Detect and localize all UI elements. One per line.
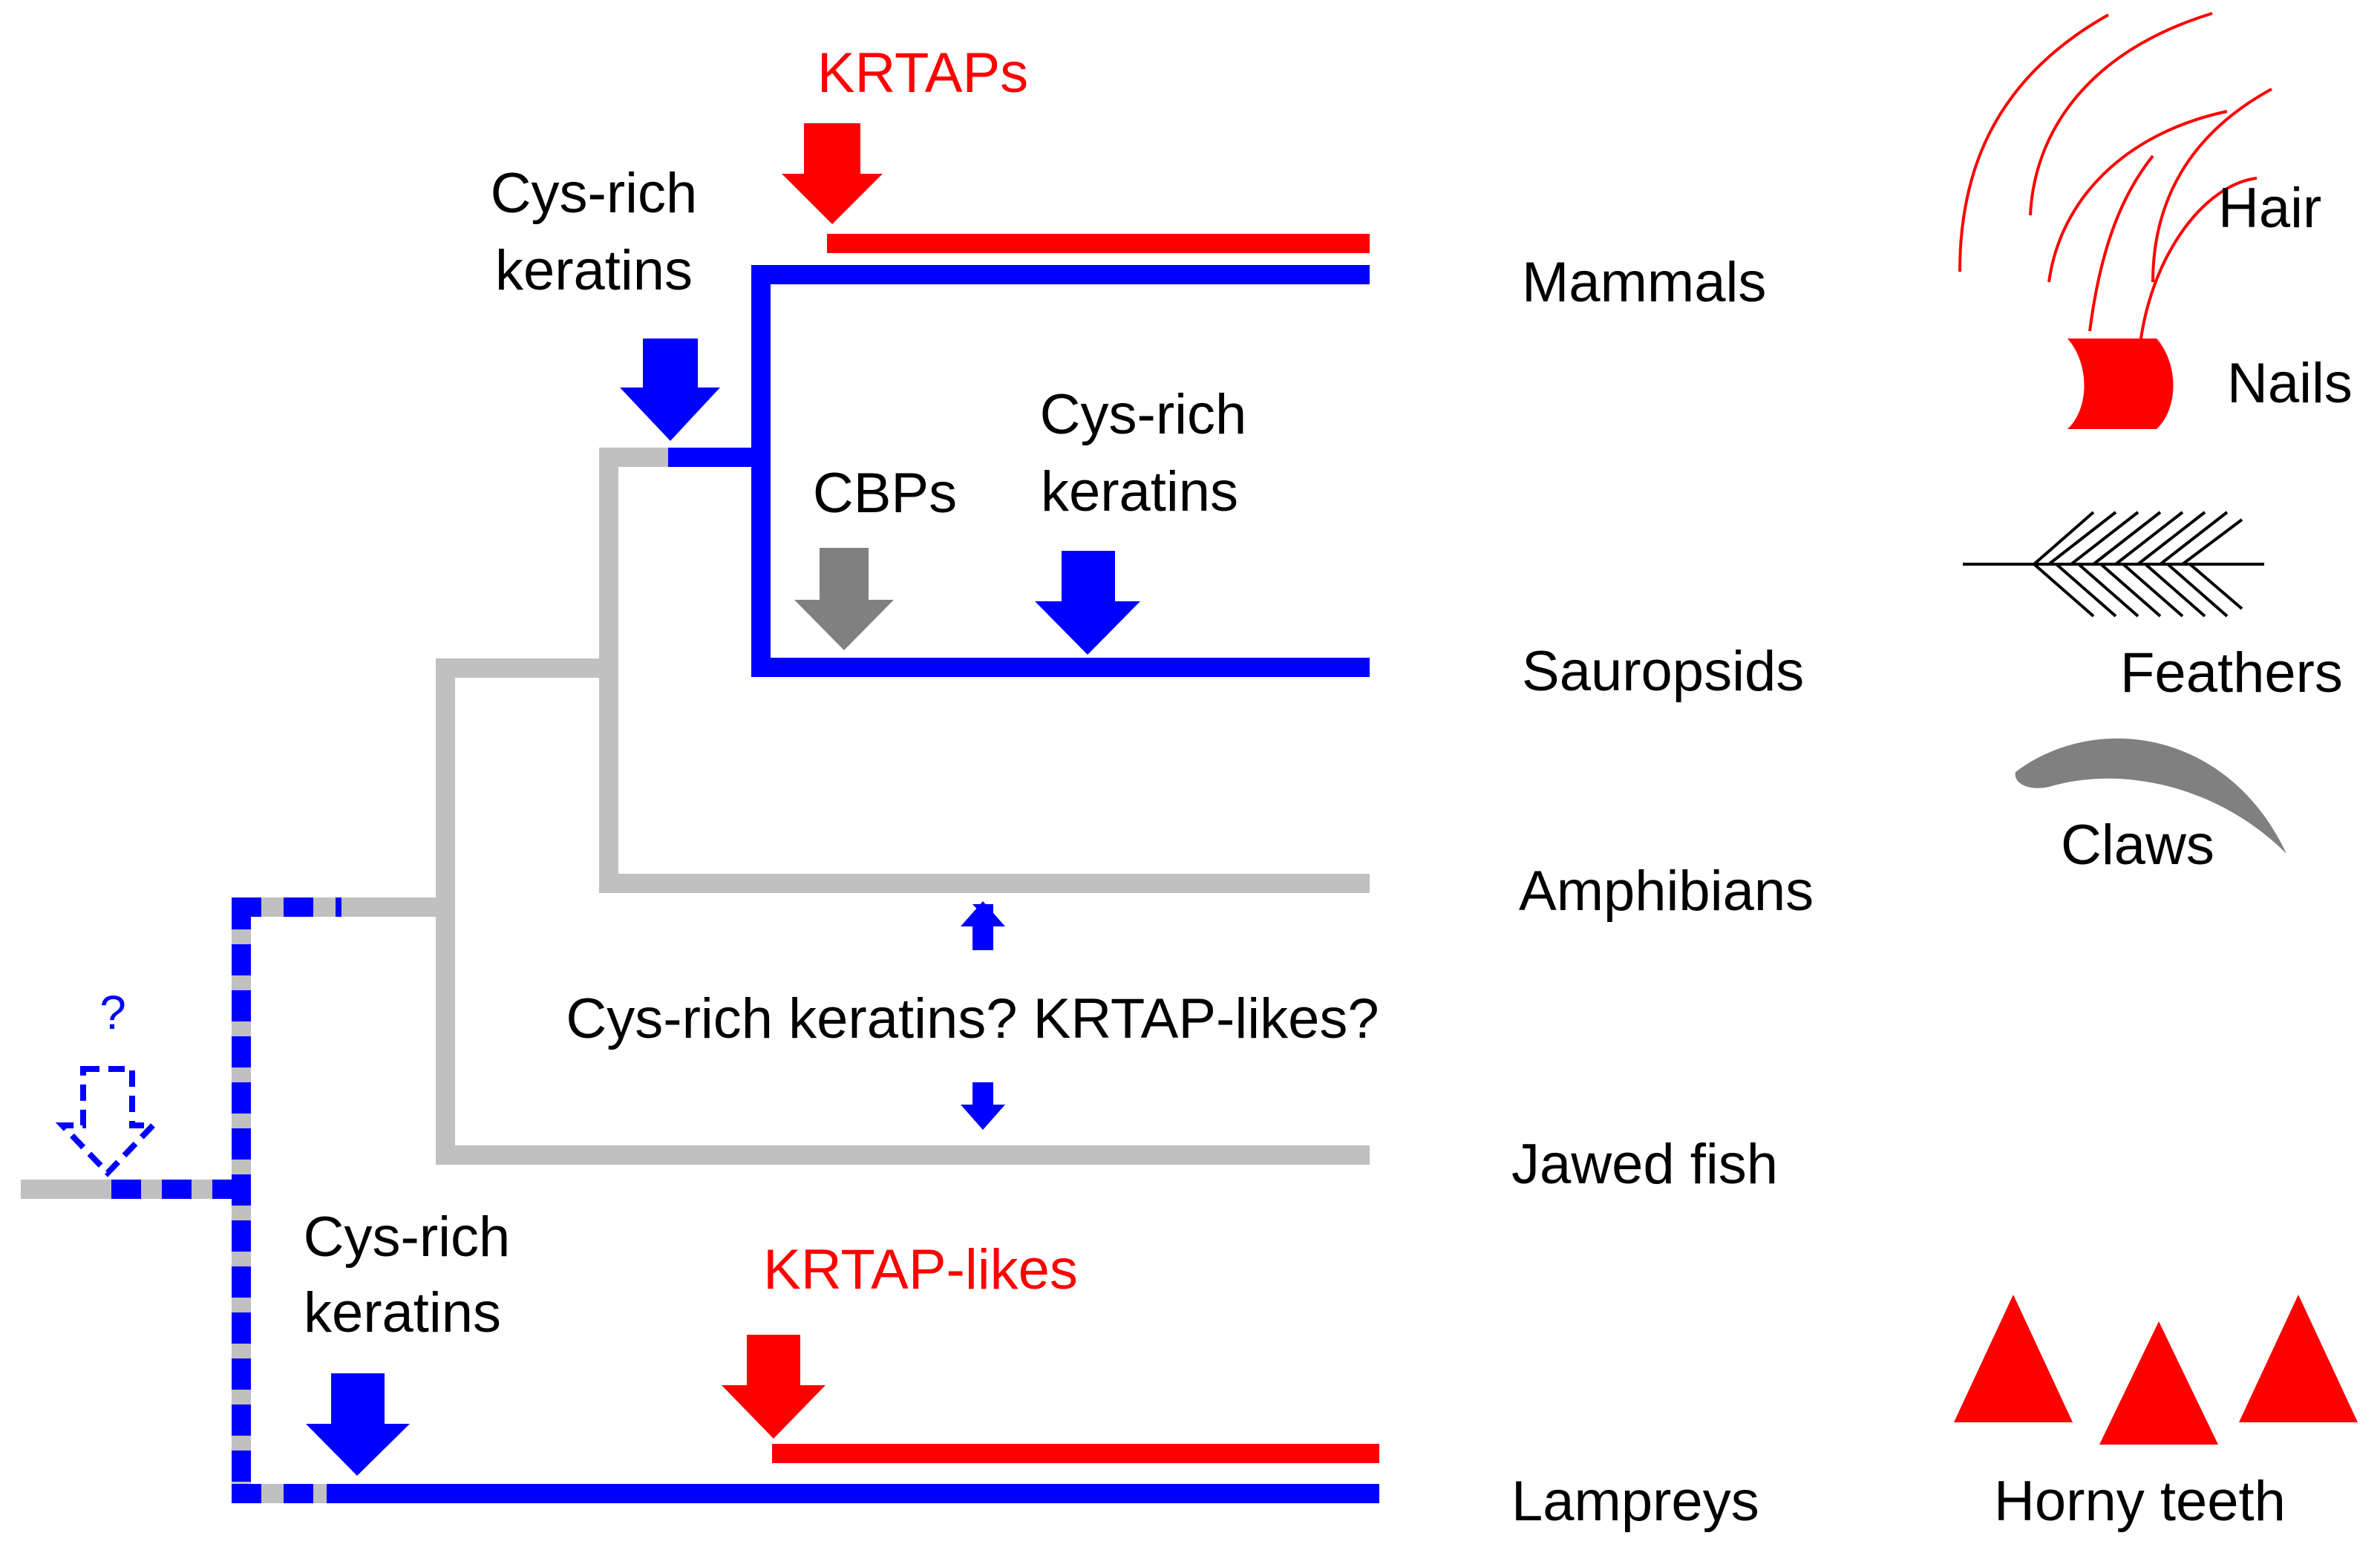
taxon-jawed-fish: Jawed fish	[1511, 1133, 1778, 1196]
structure-nails: Nails	[2227, 352, 2353, 415]
nails-icon	[2067, 339, 2174, 429]
cys-rich-amniote-label-1: Cys-rich	[491, 162, 698, 225]
structure-hair: Hair	[2218, 177, 2321, 240]
horny-tooth-icon-1	[1954, 1295, 2073, 1422]
cys-rich-sauropsid-label-2: keratins	[1041, 460, 1238, 523]
hair-icon	[1958, 12, 2272, 379]
cys-rich-sauropsid-label-1: Cys-rich	[1040, 383, 1247, 446]
krtap-likes-label: KRTAP-likes	[763, 1238, 1078, 1301]
cbps-label: CBPs	[813, 462, 957, 525]
krtaps-label: KRTAPs	[817, 42, 1028, 105]
cbps-arrow	[794, 548, 894, 650]
cys-rich-lamprey-label-2: keratins	[304, 1281, 501, 1344]
cys-rich-arrow-amniote	[620, 339, 720, 441]
taxon-labels: Mammals Sauropsids Amphibians Jawed fish…	[1511, 251, 1814, 1533]
cys-rich-lamprey-label-1: Cys-rich	[304, 1206, 511, 1269]
small-down-arrow	[961, 1082, 1005, 1130]
taxon-sauropsids: Sauropsids	[1522, 640, 1804, 703]
root-question-label: ?	[99, 986, 126, 1039]
feathers-icon	[1963, 511, 2264, 618]
small-up-arrow	[961, 901, 1005, 950]
tree-branches	[21, 234, 1379, 1503]
structure-claws: Claws	[2061, 814, 2214, 877]
structure-icons	[1954, 12, 2358, 1445]
horny-tooth-icon-3	[2239, 1295, 2358, 1422]
cys-rich-amniote-label-2: keratins	[495, 239, 693, 302]
taxon-amphibians: Amphibians	[1519, 860, 1814, 923]
structure-horny-teeth: Horny teeth	[1994, 1470, 2286, 1533]
horny-tooth-icon-2	[2099, 1321, 2218, 1445]
uncertain-genes-label: Cys-rich keratins? KRTAP-likes?	[566, 987, 1379, 1050]
structure-labels: Hair Nails Feathers Claws Horny teeth	[1994, 177, 2353, 1533]
annotation-labels: KRTAPs Cys-rich keratins CBPs Cys-rich k…	[99, 42, 1379, 1344]
krtap-likes-arrow	[722, 1335, 826, 1439]
taxon-mammals: Mammals	[1522, 251, 1766, 314]
krtaps-arrow	[782, 123, 883, 224]
cys-rich-arrow-sauropsids	[1035, 551, 1140, 655]
arrows	[55, 123, 1140, 1476]
claws-icon	[2015, 738, 2286, 854]
structure-feathers: Feathers	[2120, 641, 2343, 704]
cys-rich-arrow-lampreys	[306, 1373, 410, 1476]
taxon-lampreys: Lampreys	[1511, 1470, 1759, 1533]
root-dashed-arrow	[55, 1066, 160, 1177]
